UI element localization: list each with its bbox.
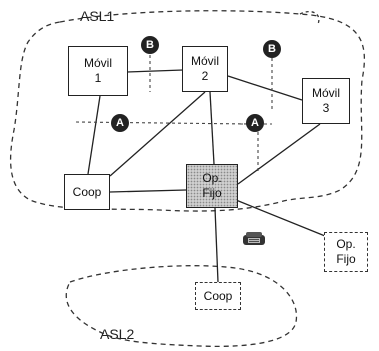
node-coop-label: Coop: [72, 184, 102, 199]
node-op-fijo-external-label: Op.: [336, 237, 356, 251]
node-movil-1-label: Móvil: [83, 56, 112, 70]
node-movil-2-label: Móvil: [190, 54, 219, 68]
link-movil2-movil3: [227, 75, 303, 101]
asl1-boundary: [10, 10, 366, 212]
node-movil-3-label: Móvil: [311, 86, 340, 100]
node-coop: Coop: [64, 174, 110, 210]
node-movil-2-number: 2: [201, 69, 209, 83]
link-coop-opfijo: [109, 189, 187, 193]
node-op-fijo-central-sub: Fijo: [202, 186, 222, 200]
marker-b-left: B: [141, 36, 159, 54]
node-movil-3: Móvil 3: [302, 78, 350, 124]
link-movil1-coop: [87, 95, 101, 175]
link-movil1-movil2: [126, 69, 184, 73]
node-op-fijo-central: Op. Fijo: [186, 164, 238, 208]
region-label-asl1: ASL1: [80, 8, 115, 24]
link-opfijo-coop2: [214, 207, 219, 283]
asl1-boundary-curl: [299, 10, 320, 25]
node-op-fijo-external: Op. Fijo: [324, 232, 368, 272]
link-movil2-coop: [109, 91, 206, 177]
node-movil-1: Móvil 1: [68, 46, 128, 96]
node-op-fijo-external-sub: Fijo: [336, 252, 356, 266]
marker-a-right: A: [246, 114, 264, 132]
node-movil-2: Móvil 2: [182, 46, 228, 92]
node-movil-3-number: 3: [322, 101, 330, 115]
link-movil2-opfijo: [209, 91, 215, 165]
node-coop-asl2-label: Coop: [203, 288, 233, 303]
node-coop-asl2: Coop: [195, 282, 241, 310]
link-opfijo-opfijo2: [235, 199, 331, 239]
dotted-a1: [75, 121, 251, 125]
marker-a-left: A: [111, 114, 129, 132]
telephone-icon: [243, 232, 265, 245]
node-op-fijo-central-label: Op.: [202, 171, 222, 185]
asl2-boundary: [65, 265, 298, 347]
link-movil3-opfijo: [237, 123, 321, 185]
node-movil-1-number: 1: [94, 71, 102, 85]
region-label-asl2: ASL2: [100, 326, 135, 342]
marker-b-right: B: [263, 40, 281, 58]
